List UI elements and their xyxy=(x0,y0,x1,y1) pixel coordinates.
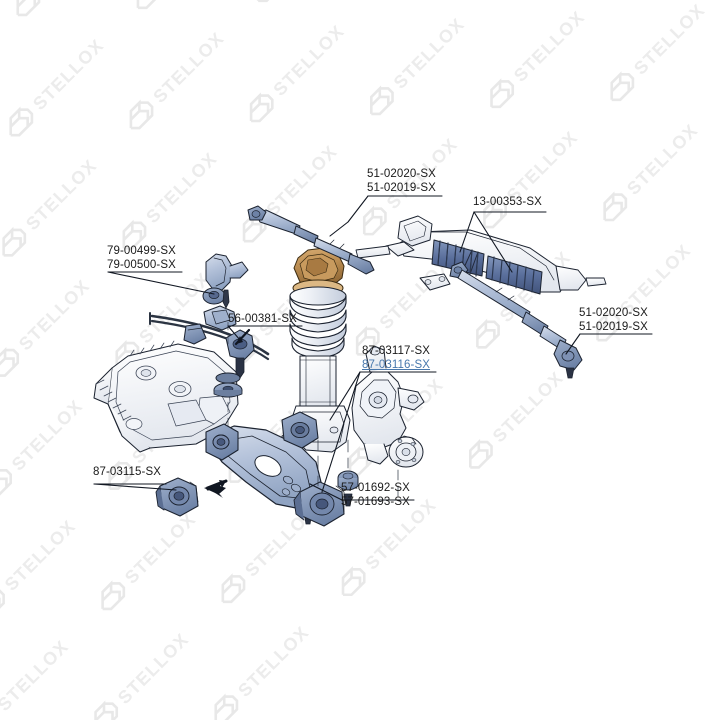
label-line: 51-02019-SX xyxy=(579,320,648,333)
label-line: 87-03117-SX xyxy=(362,345,431,357)
label-stabilizer-link: 79-00499-SX 79-00500-SX xyxy=(107,245,176,272)
label-line: 51-02020-SX xyxy=(367,168,436,180)
label-ball-joint: 57-01692-SX 57-01693-SX xyxy=(341,482,410,509)
label-line-link[interactable]: 87-03116-SX xyxy=(362,358,431,371)
label-line: 79-00500-SX xyxy=(107,258,176,271)
label-line: 79-00499-SX xyxy=(107,245,176,257)
label-tie-rod-inner-left: 51-02020-SX 51-02019-SX xyxy=(367,168,436,195)
label-line: 87-03115-SX xyxy=(93,466,162,478)
label-line: 57-01692-SX xyxy=(341,482,410,494)
label-control-arm-bush-rear: 87-03117-SX 87-03116-SX xyxy=(362,345,430,372)
label-steering-bellows: 13-00353-SX xyxy=(473,196,542,210)
label-control-arm-bush-front: 87-03115-SX xyxy=(93,466,161,480)
label-line: 13-00353-SX xyxy=(473,196,542,208)
label-line: 57-01693-SX xyxy=(341,495,410,508)
label-stabilizer-bar-bush: 56-00381-SX xyxy=(228,313,297,327)
label-tie-rod-outer-right: 51-02020-SX 51-02019-SX xyxy=(579,307,648,334)
label-line: 51-02020-SX xyxy=(579,307,648,319)
wheel-hub-part xyxy=(388,435,424,468)
label-line: 56-00381-SX xyxy=(228,313,297,325)
label-line: 51-02019-SX xyxy=(367,181,436,194)
